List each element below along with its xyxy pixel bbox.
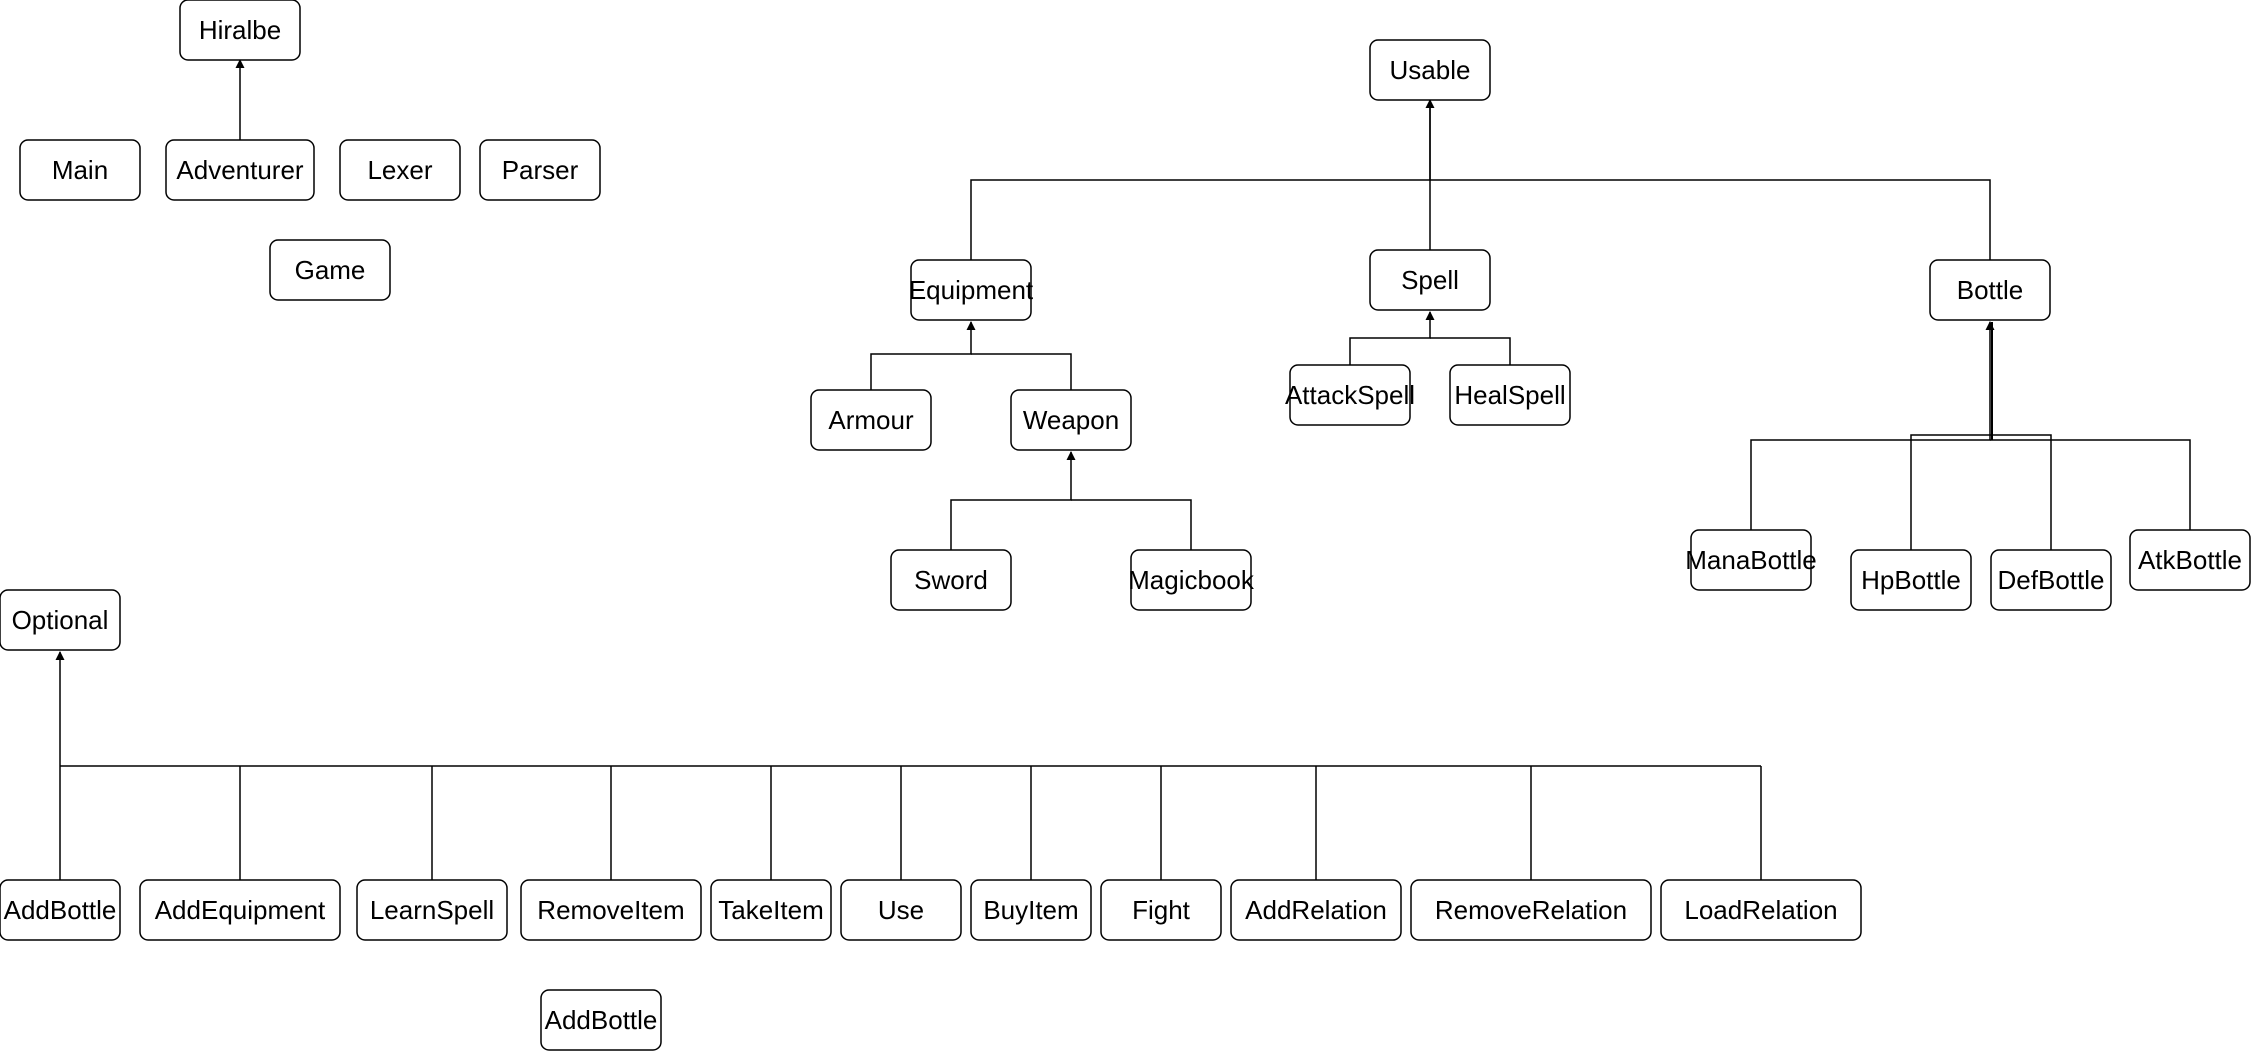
class-node-attackspell[interactable]: AttackSpell xyxy=(1285,364,1415,426)
node-label: Magicbook xyxy=(1128,565,1255,595)
node-label: RemoveRelation xyxy=(1435,895,1627,925)
node-label: Sword xyxy=(914,565,988,595)
edge-defbottle-bottle xyxy=(1990,434,2052,550)
edge-healspell-spell xyxy=(1430,337,1511,365)
node-label: AddRelation xyxy=(1245,895,1387,925)
class-node-takeitem[interactable]: TakeItem xyxy=(710,879,832,941)
node-label: Use xyxy=(878,895,924,925)
node-label: Adventurer xyxy=(176,155,304,185)
node-label: AddEquipment xyxy=(155,895,326,925)
node-label: Lexer xyxy=(367,155,432,185)
class-node-removeitem[interactable]: RemoveItem xyxy=(520,879,702,941)
class-node-buyitem[interactable]: BuyItem xyxy=(970,879,1092,941)
class-node-addequipment[interactable]: AddEquipment xyxy=(139,879,341,941)
class-node-weapon[interactable]: Weapon xyxy=(1010,389,1132,451)
class-node-usable[interactable]: Usable xyxy=(1369,39,1491,101)
node-label: HpBottle xyxy=(1861,565,1961,595)
node-label: AtkBottle xyxy=(2138,545,2242,575)
node-label: LearnSpell xyxy=(370,895,494,925)
class-node-removerelation[interactable]: RemoveRelation xyxy=(1410,879,1652,941)
node-label: HealSpell xyxy=(1454,380,1565,410)
class-node-game[interactable]: Game xyxy=(269,239,391,301)
arrowhead-weapon xyxy=(1066,451,1076,460)
node-label: Parser xyxy=(502,155,579,185)
class-node-loadrelation[interactable]: LoadRelation xyxy=(1660,879,1862,941)
class-node-adventurer[interactable]: Adventurer xyxy=(165,139,315,201)
class-node-spell[interactable]: Spell xyxy=(1369,249,1491,311)
class-node-hpbottle[interactable]: HpBottle xyxy=(1850,549,1972,611)
class-node-bottle[interactable]: Bottle xyxy=(1929,259,2051,321)
arrowhead-equipment xyxy=(966,321,976,330)
class-node-optional[interactable]: Optional xyxy=(0,589,121,651)
class-node-hiralbe[interactable]: Hiralbe xyxy=(179,0,301,61)
class-node-addbottle-standalone[interactable]: AddBottle xyxy=(540,989,662,1051)
edge-bottle-usable xyxy=(1430,179,1991,260)
class-node-lexer[interactable]: Lexer xyxy=(339,139,461,201)
class-node-addbottle[interactable]: AddBottle xyxy=(0,879,121,941)
class-node-armour[interactable]: Armour xyxy=(810,389,932,451)
edge-magicbook-weapon xyxy=(1071,499,1192,550)
arrowhead-bottle xyxy=(1985,321,1995,330)
class-node-atkbottle[interactable]: AtkBottle xyxy=(2129,529,2251,591)
class-node-healspell[interactable]: HealSpell xyxy=(1449,364,1571,426)
edge-manabottle-bottle xyxy=(1750,322,1991,530)
class-node-fight[interactable]: Fight xyxy=(1100,879,1222,941)
node-label: Main xyxy=(52,155,108,185)
arrowhead-optional xyxy=(55,651,65,660)
class-node-main[interactable]: Main xyxy=(19,139,141,201)
edge-equipment-usable xyxy=(970,100,1431,260)
node-label: Optional xyxy=(12,605,109,635)
node-label: Weapon xyxy=(1023,405,1119,435)
node-label: Game xyxy=(295,255,366,285)
node-label: Usable xyxy=(1390,55,1471,85)
node-label: BuyItem xyxy=(983,895,1078,925)
node-label: AddBottle xyxy=(4,895,117,925)
arrowhead-hiralbe xyxy=(235,59,245,68)
node-label: AttackSpell xyxy=(1285,380,1415,410)
node-label: Armour xyxy=(828,405,914,435)
class-node-sword[interactable]: Sword xyxy=(890,549,1012,611)
node-label: AddBottle xyxy=(545,1005,658,1035)
class-node-defbottle[interactable]: DefBottle xyxy=(1990,549,2112,611)
node-label: Fight xyxy=(1132,895,1191,925)
class-node-learnspell[interactable]: LearnSpell xyxy=(356,879,508,941)
node-label: DefBottle xyxy=(1998,565,2105,595)
node-label: LoadRelation xyxy=(1684,895,1837,925)
node-label: Spell xyxy=(1401,265,1459,295)
edge-attackspell-spell xyxy=(1349,312,1431,365)
edge-weapon-equipment xyxy=(971,353,1072,390)
arrowhead-usable xyxy=(1425,99,1435,108)
edge-atkbottle-bottle xyxy=(1990,439,2191,530)
node-label: TakeItem xyxy=(718,895,824,925)
node-label: Bottle xyxy=(1957,275,2024,305)
edges xyxy=(55,59,2191,880)
class-node-equipment[interactable]: Equipment xyxy=(909,259,1034,321)
node-label: Hiralbe xyxy=(199,15,281,45)
class-node-manabottle[interactable]: ManaBottle xyxy=(1685,529,1817,591)
node-label: ManaBottle xyxy=(1685,545,1817,575)
arrowhead-spell xyxy=(1425,311,1435,320)
class-node-addrelation[interactable]: AddRelation xyxy=(1230,879,1402,941)
edge-armour-equipment xyxy=(870,322,972,390)
node-label: RemoveItem xyxy=(537,895,684,925)
edge-hpbottle-bottle xyxy=(1910,434,1990,550)
node-label: Equipment xyxy=(909,275,1034,305)
edge-sword-weapon xyxy=(950,452,1072,550)
class-node-magicbook[interactable]: Magicbook xyxy=(1128,549,1255,611)
class-node-use[interactable]: Use xyxy=(840,879,962,941)
class-node-parser[interactable]: Parser xyxy=(479,139,601,201)
